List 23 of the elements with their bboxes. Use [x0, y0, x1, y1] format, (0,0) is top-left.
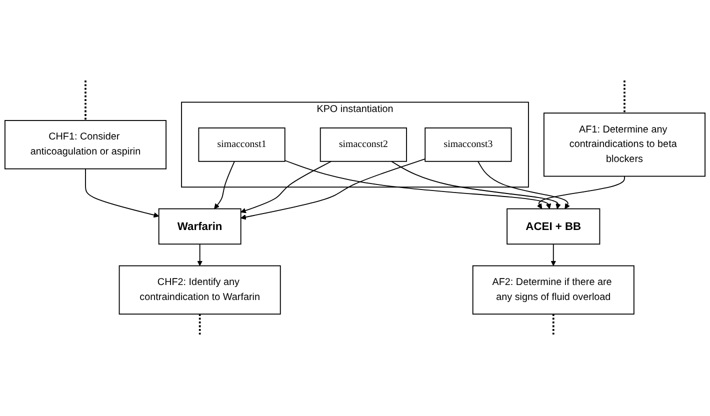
arrow: [536, 176, 625, 209]
arrow: [240, 160, 332, 213]
arrow: [85, 168, 160, 218]
connector: [552, 314, 554, 336]
arrow: [214, 160, 235, 209]
node-box: CHF1: Consider anticoagulation or aspirin: [4, 120, 166, 170]
node-box: AF2: Determine if there are any signs of fluid overload: [472, 265, 634, 314]
node-box: AF1: Determine any contraindications to beta blockers: [544, 112, 706, 177]
node-box: ACEI + BB: [506, 208, 600, 244]
node-box: CHF2: Identify any contraindication to Warfarin: [118, 265, 281, 314]
arrow: [197, 243, 203, 266]
arrow: [550, 243, 556, 266]
node-box: simacconst1: [198, 127, 286, 162]
arrow: [284, 160, 552, 209]
arrow: [240, 158, 426, 220]
arrow: [390, 160, 561, 209]
arrow: [478, 160, 570, 209]
connector: [624, 80, 626, 113]
node-box: Warfarin: [158, 208, 242, 244]
node-box: simacconst3: [424, 127, 512, 162]
node-box: simacconst2: [320, 127, 407, 162]
connector: [198, 314, 201, 336]
connector: [84, 80, 86, 120]
